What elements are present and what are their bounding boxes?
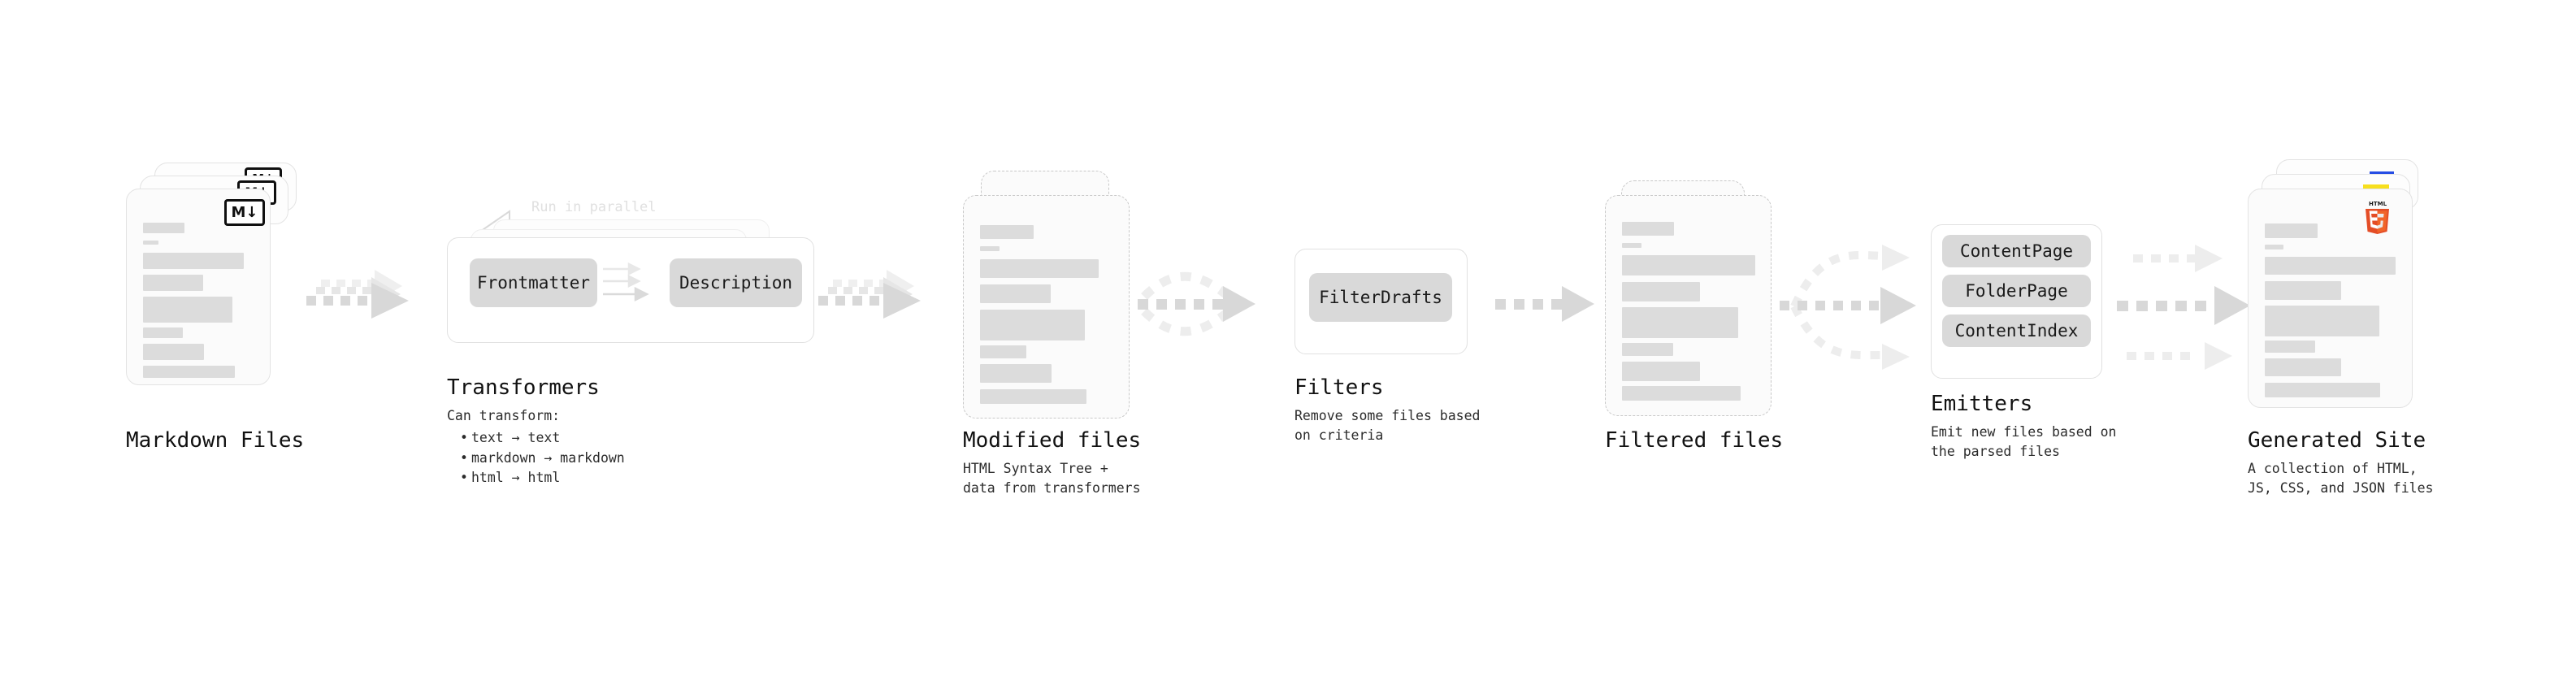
skeleton-line bbox=[143, 223, 184, 233]
skeleton-line bbox=[2265, 245, 2283, 249]
transform-item: text → text bbox=[460, 428, 625, 449]
markdown-file-stack: M↓ M↓ M↓ bbox=[126, 163, 301, 423]
generated-file-stack: CSS HTML bbox=[2248, 159, 2435, 427]
skeleton-line bbox=[1622, 362, 1700, 381]
document-card-front: M↓ bbox=[126, 189, 271, 385]
transformers-lead: Can transform: bbox=[447, 408, 561, 423]
document-card-front: HTML bbox=[2248, 189, 2413, 408]
stage-filtered-files bbox=[1605, 180, 1780, 440]
stage-title-filters: Filters bbox=[1295, 375, 1384, 400]
skeleton-line bbox=[143, 297, 232, 323]
skeleton-line bbox=[980, 345, 1026, 358]
stage-title-generated-site: Generated Site bbox=[2248, 428, 2426, 453]
skeleton-line bbox=[2265, 383, 2380, 397]
stage-title-transformers: Transformers bbox=[447, 375, 600, 400]
skeleton-line bbox=[1622, 282, 1700, 301]
svg-text:HTML: HTML bbox=[2369, 201, 2387, 207]
transform-item: markdown → markdown bbox=[460, 449, 625, 469]
transformer-inner-arrows bbox=[603, 262, 649, 302]
arrow-filters-to-filtered bbox=[1495, 286, 1594, 322]
skeleton-line bbox=[1622, 343, 1673, 356]
arrow-transformers-to-modified bbox=[818, 270, 921, 319]
skeleton-line bbox=[2265, 281, 2341, 300]
stage-title-filtered-files: Filtered files bbox=[1605, 428, 1784, 453]
skeleton-line bbox=[1622, 386, 1741, 401]
skeleton-line bbox=[1622, 222, 1674, 236]
arrow-filtered-to-emitters bbox=[1780, 245, 1916, 370]
stage-title-emitters: Emitters bbox=[1931, 392, 2033, 416]
skeleton-line bbox=[1622, 243, 1641, 248]
modified-file-stack bbox=[963, 171, 1138, 431]
skeleton-line bbox=[1622, 307, 1738, 338]
arrow-modified-to-filters bbox=[1138, 271, 1255, 336]
stage-title-modified-files: Modified files bbox=[963, 428, 1142, 453]
chip-contentpage[interactable]: ContentPage bbox=[1942, 235, 2091, 267]
stage-subtitle-modified-files: HTML Syntax Tree + data from transformer… bbox=[963, 461, 1141, 496]
skeleton-line bbox=[2265, 257, 2396, 275]
chip-filterdrafts[interactable]: FilterDrafts bbox=[1309, 273, 1452, 322]
chip-description[interactable]: Description bbox=[670, 258, 802, 307]
skeleton-line bbox=[2265, 358, 2341, 376]
skeleton-line bbox=[143, 366, 235, 378]
skeleton-line bbox=[143, 253, 244, 269]
chip-frontmatter[interactable]: Frontmatter bbox=[470, 258, 597, 307]
skeleton-line bbox=[980, 225, 1034, 239]
stage-modified-files bbox=[963, 171, 1138, 431]
html5-icon: HTML bbox=[2366, 201, 2389, 234]
transformers-bullets: Can transform: text → text markdown → ma… bbox=[447, 406, 625, 488]
skeleton-line bbox=[1622, 255, 1755, 275]
chip-folderpage[interactable]: FolderPage bbox=[1942, 275, 2091, 307]
document-card-front bbox=[1605, 195, 1772, 416]
skeleton-line bbox=[2265, 306, 2379, 336]
skeleton-line bbox=[143, 241, 158, 245]
skeleton-line bbox=[980, 284, 1051, 303]
filtered-file-stack bbox=[1605, 180, 1780, 440]
skeleton-line bbox=[980, 364, 1052, 383]
stage-subtitle-filters: Remove some files based on criteria bbox=[1295, 408, 1481, 443]
arrow-emitters-to-generated bbox=[2117, 245, 2250, 370]
skeleton-line bbox=[2265, 223, 2318, 238]
stage-markdown-files: M↓ M↓ M↓ bbox=[126, 163, 301, 423]
chip-contentindex[interactable]: ContentIndex bbox=[1942, 314, 2091, 347]
run-in-parallel-note: Run in parallel bbox=[531, 199, 657, 215]
skeleton-line bbox=[980, 246, 1000, 251]
stage-subtitle-emitters: Emit new files based on the parsed files bbox=[1931, 424, 2117, 459]
skeleton-line bbox=[980, 389, 1086, 404]
arrow-markdown-to-transformers bbox=[306, 270, 409, 319]
skeleton-line bbox=[143, 344, 204, 360]
skeleton-line bbox=[143, 275, 203, 291]
transform-item: html → html bbox=[460, 468, 625, 488]
stage-subtitle-generated-site: A collection of HTML, JS, CSS, and JSON … bbox=[2248, 461, 2434, 496]
skeleton-line bbox=[2265, 340, 2315, 353]
skeleton-line bbox=[143, 327, 183, 338]
skeleton-line bbox=[980, 259, 1099, 278]
skeleton-line bbox=[980, 310, 1085, 340]
stage-generated-site: CSS HTML bbox=[2248, 159, 2435, 427]
document-card-front bbox=[963, 195, 1130, 419]
markdown-badge: M↓ bbox=[224, 199, 265, 226]
stage-title-markdown-files: Markdown Files bbox=[126, 428, 305, 453]
